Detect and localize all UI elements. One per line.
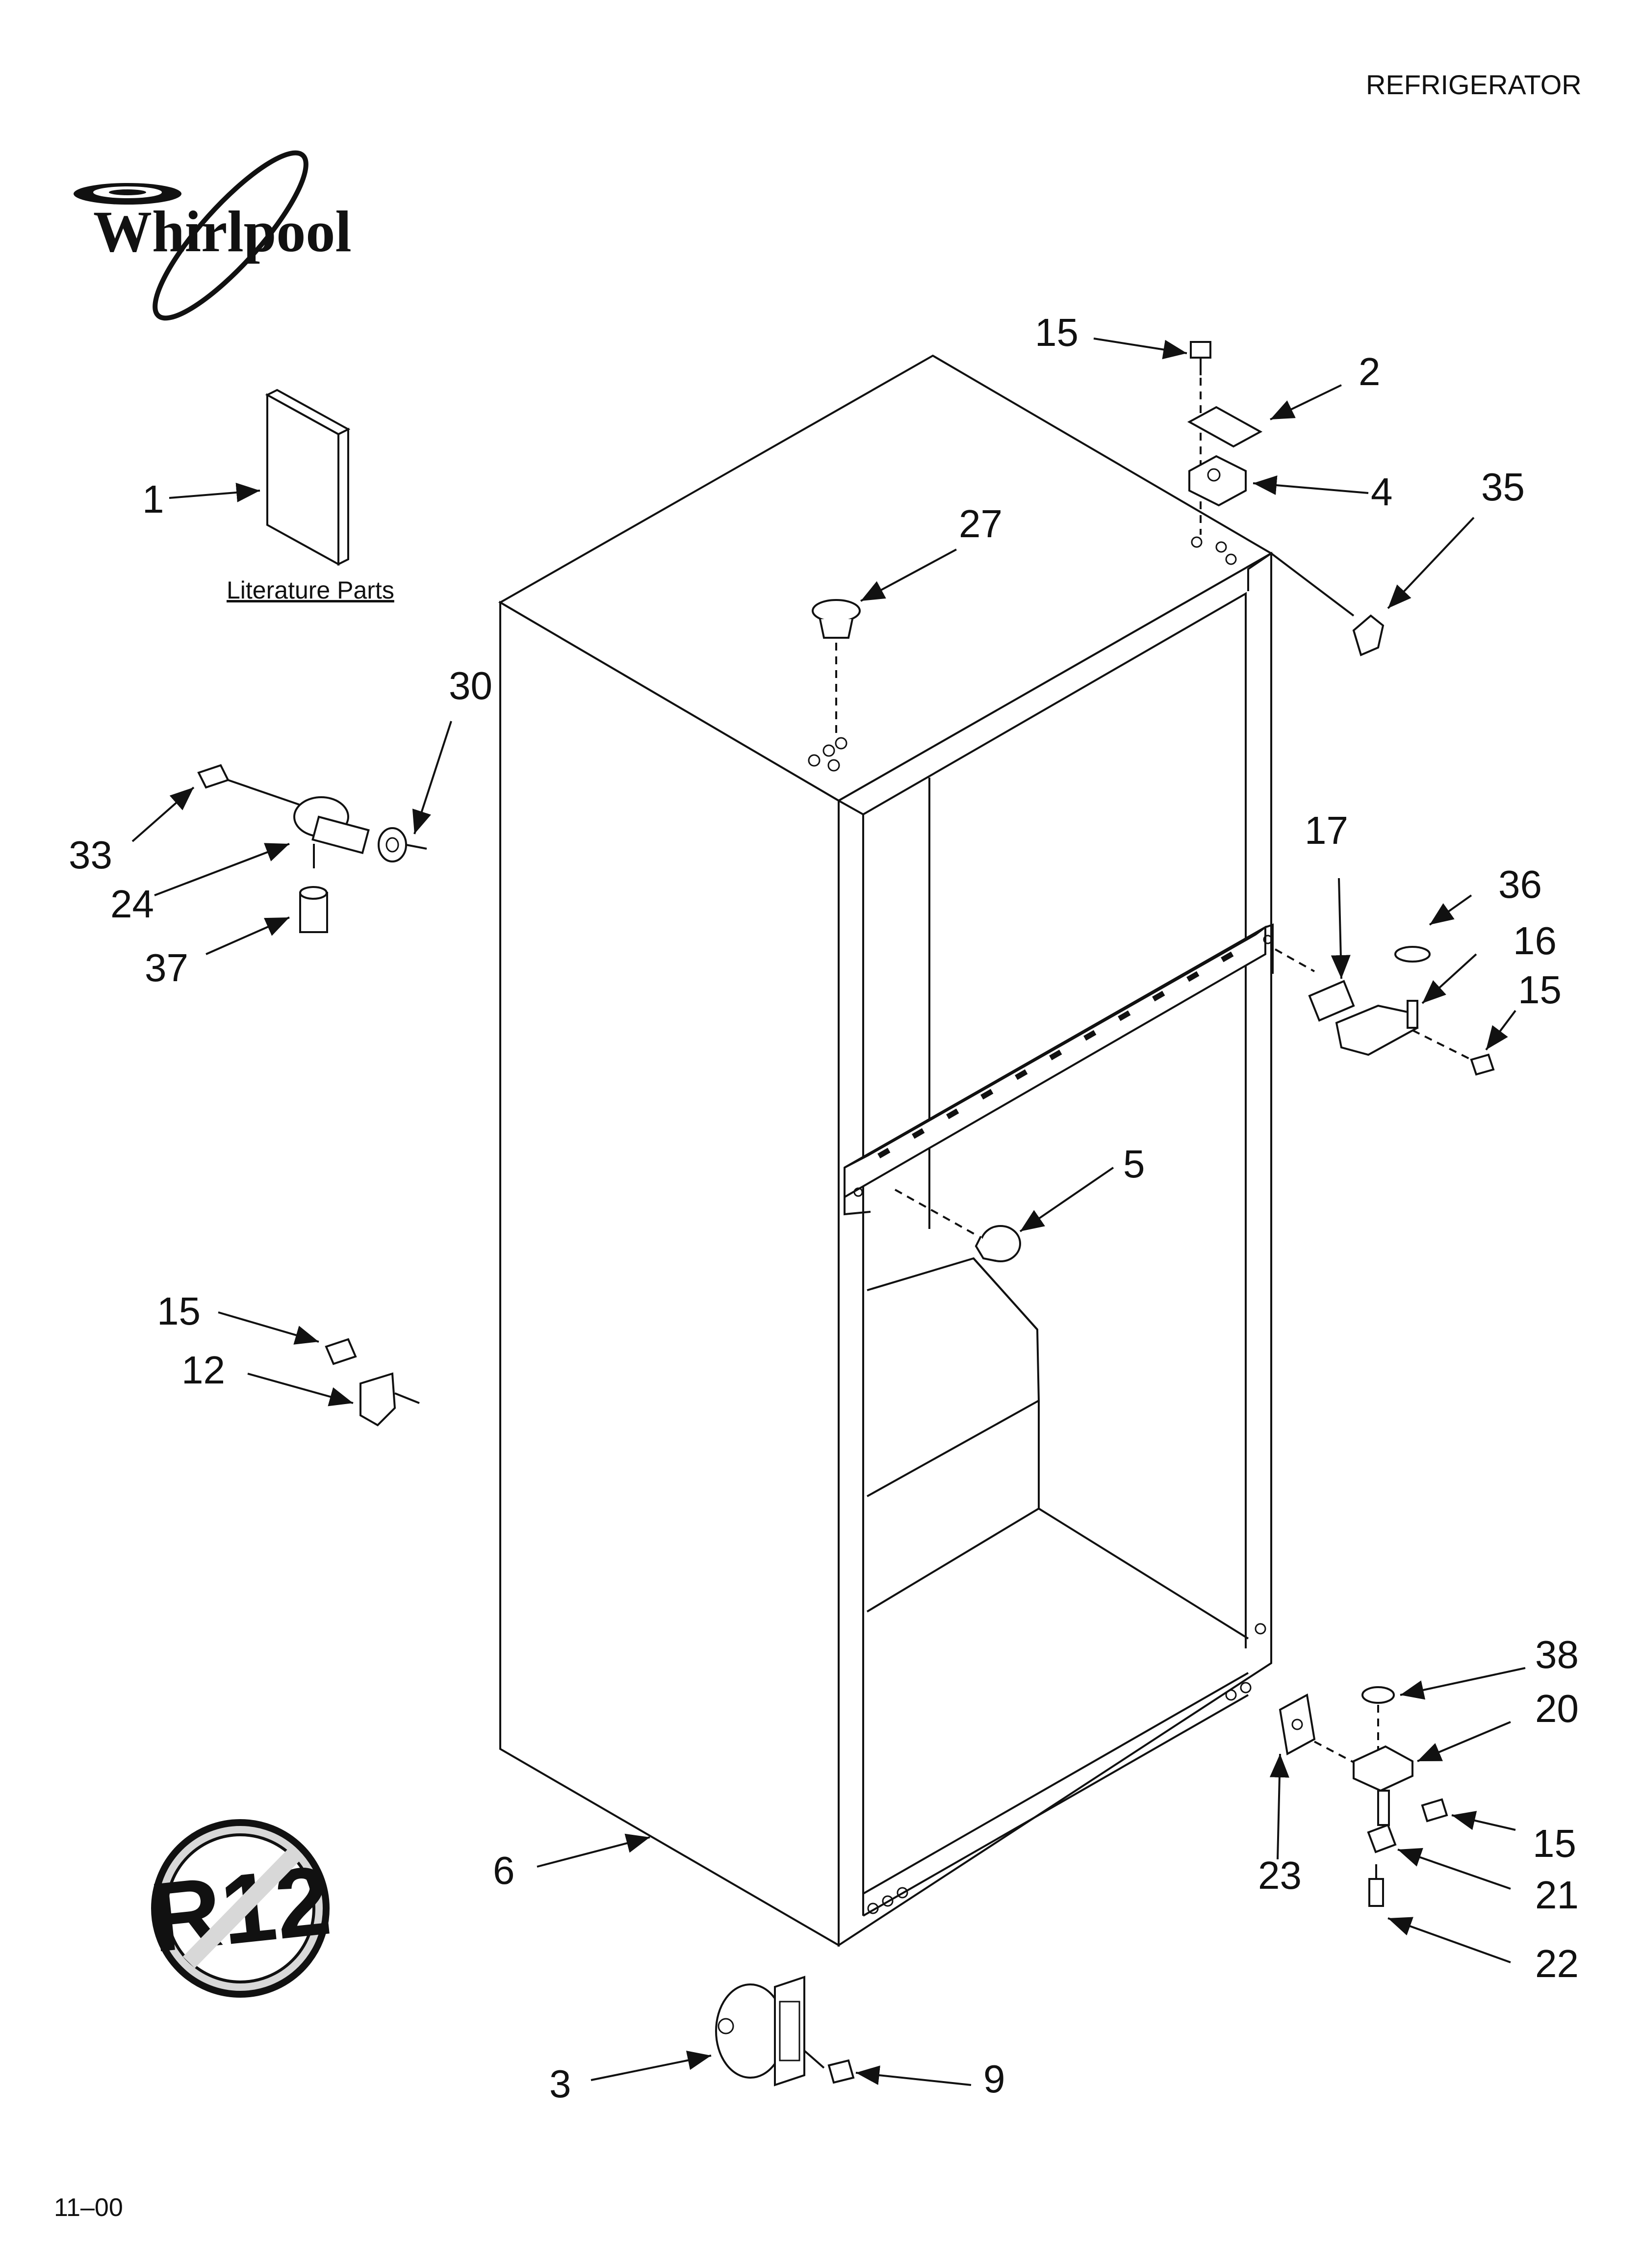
part-35-cap bbox=[1270, 552, 1385, 656]
callout-12: 12 bbox=[181, 1348, 225, 1392]
callout-15-left: 15 bbox=[157, 1289, 201, 1333]
callout-9: 9 bbox=[983, 2057, 1005, 2101]
middle-hinge-assembly bbox=[1275, 946, 1495, 1076]
callout-6: 6 bbox=[493, 1849, 515, 1892]
callout-16: 16 bbox=[1513, 919, 1557, 963]
callout-33: 33 bbox=[69, 833, 112, 877]
logo-text: Whirlpool bbox=[93, 199, 352, 264]
callout-38: 38 bbox=[1535, 1633, 1579, 1676]
rail-slots bbox=[877, 951, 1234, 1159]
part-5-plug bbox=[895, 1189, 1021, 1262]
callout-5: 5 bbox=[1123, 1142, 1145, 1186]
callout-36: 36 bbox=[1498, 862, 1542, 906]
callout-37: 37 bbox=[145, 946, 188, 990]
callout-30: 30 bbox=[449, 664, 492, 707]
top-hinge-assembly bbox=[1187, 341, 1263, 535]
callout-2: 2 bbox=[1359, 350, 1381, 393]
callout-labels: 1 2 3 4 5 6 9 12 15 15 15 15 16 17 20 21… bbox=[69, 311, 1579, 2106]
whirlpool-logo: Whirlpool bbox=[74, 150, 352, 321]
part-3-hinge bbox=[715, 1976, 855, 2086]
refrigerator-cabinet bbox=[498, 354, 1273, 1947]
callout-27: 27 bbox=[959, 502, 1002, 546]
divider-rail bbox=[844, 923, 1274, 1216]
callout-15-top: 15 bbox=[1035, 311, 1078, 354]
callout-1: 1 bbox=[142, 477, 164, 521]
leader-lines bbox=[131, 338, 1526, 2086]
callout-17: 17 bbox=[1305, 808, 1348, 852]
callout-3: 3 bbox=[549, 2062, 571, 2106]
no-r12-symbol: R12 bbox=[145, 1819, 335, 1998]
literature-parts-label: Literature Parts bbox=[227, 576, 394, 604]
callout-15-mid: 15 bbox=[1518, 968, 1562, 1012]
callout-24: 24 bbox=[110, 882, 154, 926]
date-code: 11–00 bbox=[54, 2193, 123, 2222]
callout-21: 21 bbox=[1535, 1873, 1579, 1917]
diagram-title: REFRIGERATOR bbox=[1366, 69, 1582, 100]
callout-20: 20 bbox=[1535, 1687, 1579, 1730]
callout-22: 22 bbox=[1535, 1942, 1579, 1985]
part-27-plug bbox=[812, 599, 861, 736]
callout-4: 4 bbox=[1371, 470, 1393, 514]
bottom-hinge-assembly bbox=[1279, 1686, 1448, 1907]
literature-booklet: Literature Parts bbox=[227, 389, 394, 604]
left-hinge-pin-assembly bbox=[197, 764, 427, 933]
part-12-bracket bbox=[325, 1338, 420, 1427]
callout-35: 35 bbox=[1481, 465, 1525, 509]
callout-23: 23 bbox=[1258, 1853, 1302, 1897]
callout-15-bottom: 15 bbox=[1533, 1822, 1576, 1865]
